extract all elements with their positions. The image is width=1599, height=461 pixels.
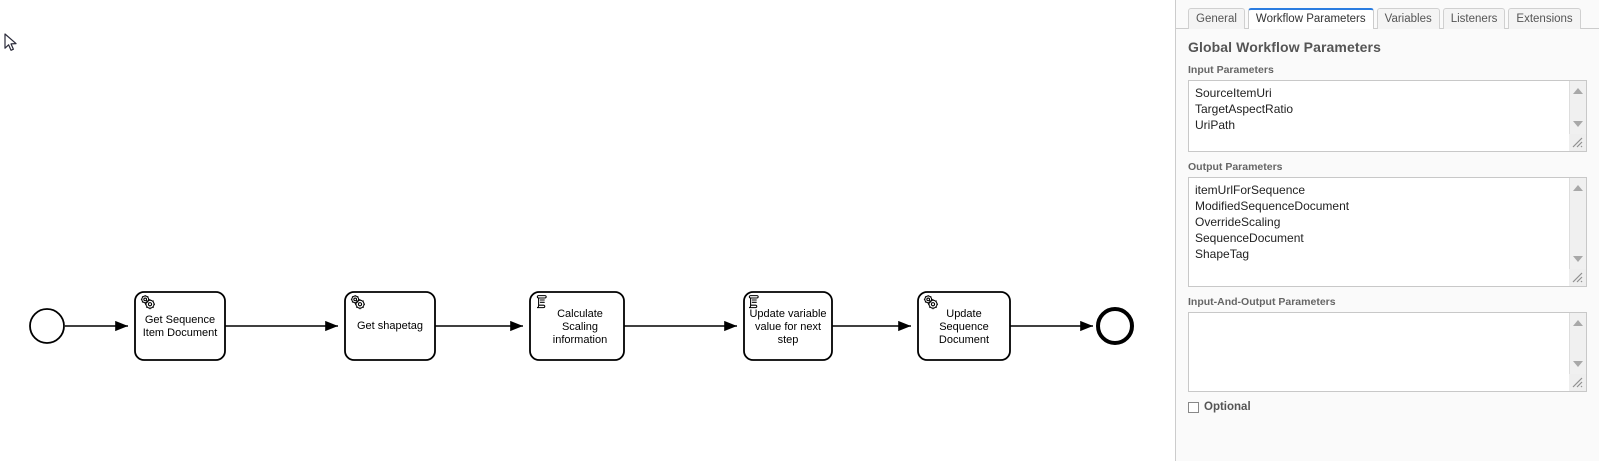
panel-heading: Global Workflow Parameters — [1188, 39, 1381, 55]
input-and-output-parameters-label: Input-And-Output Parameters — [1188, 296, 1336, 308]
end-event — [1096, 307, 1134, 345]
output-parameters-value[interactable]: itemUrlForSequence ModifiedSequenceDocum… — [1195, 183, 1350, 261]
task-label-line: Get Sequence — [145, 314, 215, 326]
task-label-line: value for next — [755, 321, 821, 333]
scroll-up-arrow-icon[interactable] — [1570, 315, 1586, 331]
task-label-line: Item Document — [143, 327, 218, 339]
task-label-line: Get shapetag — [357, 320, 423, 332]
input-parameters-label: Input Parameters — [1188, 64, 1274, 76]
tab-workflow-parameters[interactable]: Workflow Parameters — [1247, 8, 1374, 29]
task-update-sequence-document[interactable]: Update Sequence Document — [917, 291, 1011, 361]
task-label-line: Update — [946, 308, 981, 320]
optional-checkbox-label[interactable]: Optional — [1204, 401, 1251, 413]
optional-checkbox[interactable] — [1188, 402, 1199, 413]
input-and-output-parameters-value[interactable] — [1189, 313, 1569, 391]
output-parameters-field[interactable]: itemUrlForSequence ModifiedSequenceDocum… — [1188, 177, 1587, 287]
properties-panel: General Workflow Parameters Variables Li… — [1175, 0, 1599, 461]
input-parameters-scrollbar[interactable] — [1569, 81, 1586, 134]
task-get-shapetag[interactable]: Get shapetag — [344, 291, 436, 361]
tab-general[interactable]: General — [1188, 8, 1245, 29]
bpmn-diagram-canvas[interactable]: Get Sequence Item Document Get shapetag … — [0, 0, 1175, 461]
task-label-line: Calculate — [557, 308, 603, 320]
panel-body: Global Workflow Parameters Input Paramet… — [1176, 29, 1599, 414]
task-label-line: information — [553, 334, 607, 346]
task-calculate-scaling-information[interactable]: Calculate Scaling information — [529, 291, 625, 361]
task-get-sequence-item-document[interactable]: Get Sequence Item Document — [134, 291, 226, 361]
output-parameters-label: Output Parameters — [1188, 161, 1283, 173]
output-parameters-scrollbar[interactable] — [1569, 178, 1586, 269]
scroll-up-arrow-icon[interactable] — [1570, 83, 1586, 99]
resize-grip-icon[interactable] — [1569, 269, 1586, 286]
optional-checkbox-row[interactable]: Optional — [1188, 401, 1587, 414]
input-and-output-parameters-field[interactable] — [1188, 312, 1587, 392]
task-update-variable-value-for-next-step[interactable]: Update variable value for next step — [743, 291, 833, 361]
tab-listeners[interactable]: Listeners — [1442, 8, 1506, 29]
scroll-down-arrow-icon[interactable] — [1570, 116, 1586, 132]
input-parameters-value[interactable]: SourceItemUri TargetAspectRatio UriPath — [1195, 86, 1294, 132]
resize-grip-icon[interactable] — [1569, 374, 1586, 391]
input-parameters-field[interactable]: SourceItemUri TargetAspectRatio UriPath — [1188, 80, 1587, 152]
scroll-down-arrow-icon[interactable] — [1570, 356, 1586, 372]
task-label-line: step — [778, 334, 799, 346]
scroll-down-arrow-icon[interactable] — [1570, 251, 1586, 267]
scroll-up-arrow-icon[interactable] — [1570, 180, 1586, 196]
task-label-line: Update variable — [749, 308, 826, 320]
input-and-output-parameters-scrollbar[interactable] — [1569, 313, 1586, 374]
resize-grip-icon[interactable] — [1569, 134, 1586, 151]
start-event — [29, 308, 65, 344]
tab-variables[interactable]: Variables — [1376, 8, 1440, 29]
task-label-line: Scaling — [562, 321, 598, 333]
task-label-line: Document — [939, 334, 989, 346]
tab-extensions[interactable]: Extensions — [1508, 8, 1581, 29]
panel-tab-strip: General Workflow Parameters Variables Li… — [1176, 0, 1599, 29]
task-label-line: Sequence — [939, 321, 989, 333]
